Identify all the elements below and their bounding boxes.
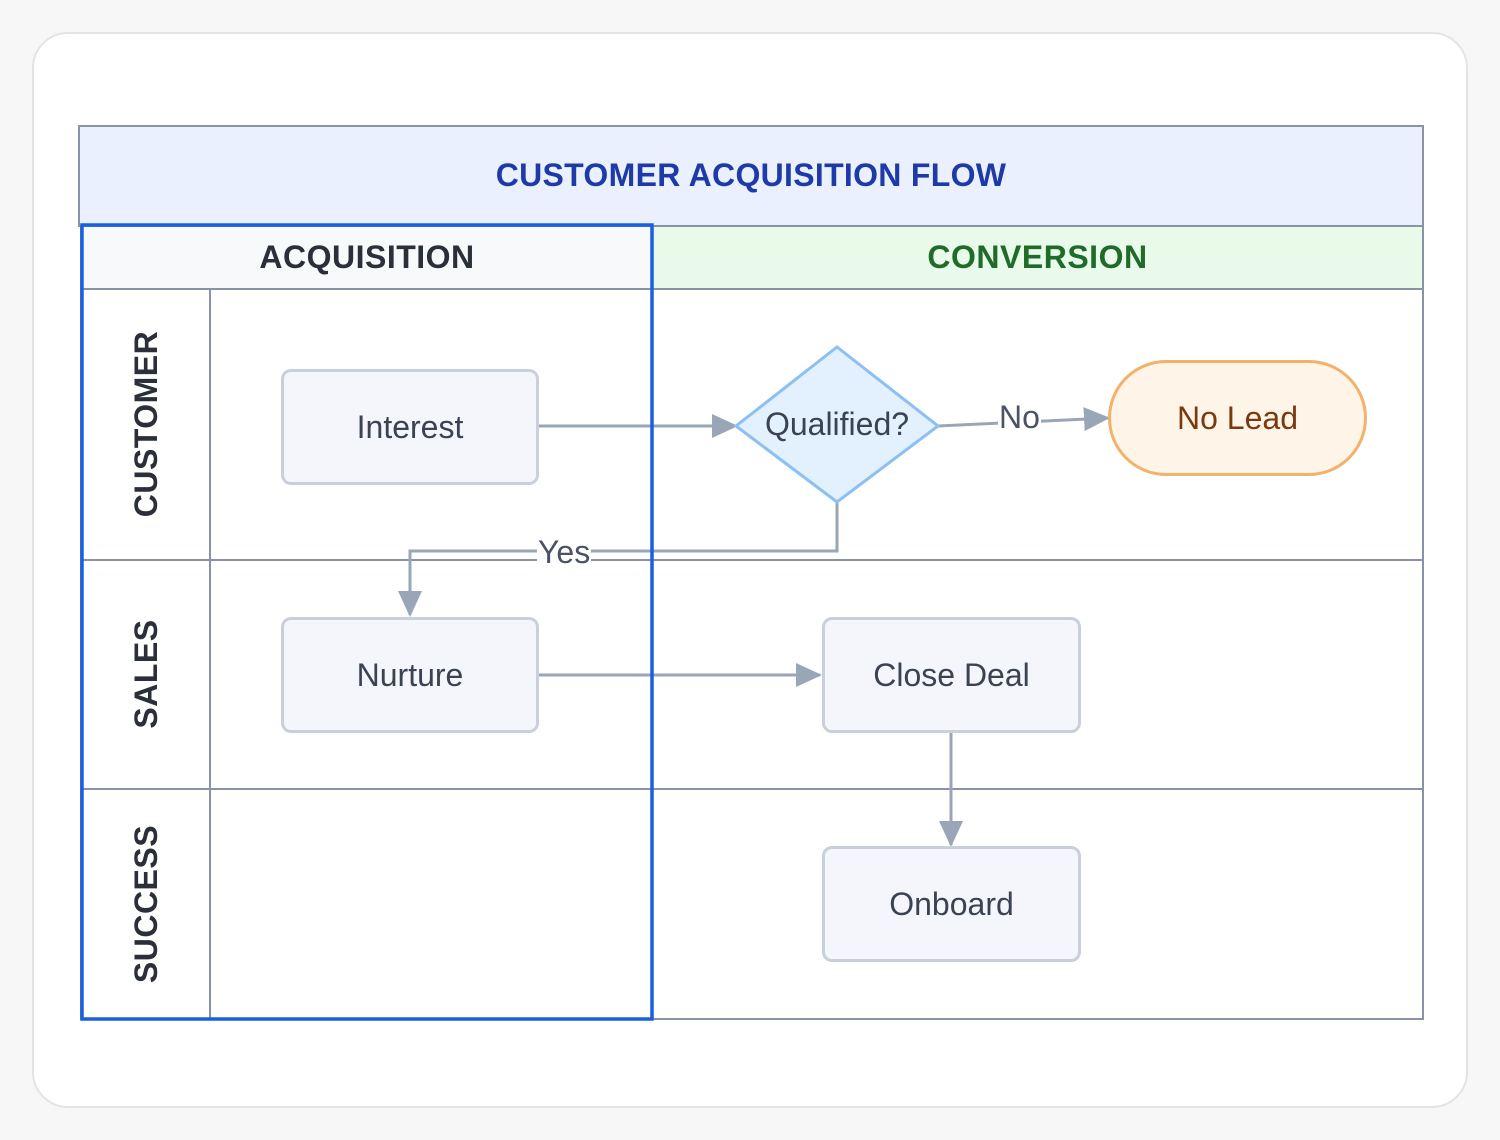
- node-onboard[interactable]: Onboard: [822, 846, 1081, 962]
- node-interest[interactable]: Interest: [281, 369, 539, 485]
- diagram-title: CUSTOMER ACQUISITION FLOW: [495, 156, 1007, 193]
- phase-label-acquisition: ACQUISITION: [259, 238, 475, 275]
- swimlane-diagram: CUSTOMER ACQUISITION FLOW ACQUISITION CO…: [78, 125, 1424, 1021]
- phase-header-conversion: [651, 225, 1424, 290]
- title-band: [78, 125, 1424, 227]
- edge-label-yes: Yes: [537, 534, 592, 570]
- qualified-diamond[interactable]: [733, 345, 941, 504]
- node-nurture[interactable]: Nurture: [281, 617, 539, 733]
- node-no-lead[interactable]: No Lead: [1108, 360, 1367, 476]
- lane-label-customer: CUSTOMER: [127, 330, 164, 518]
- node-close-deal[interactable]: Close Deal: [822, 617, 1081, 733]
- edge-label-no: No: [998, 399, 1041, 435]
- lane-label-sales: SALES: [127, 619, 164, 729]
- phase-label-conversion: CONVERSION: [927, 238, 1148, 275]
- lane-label-success: SUCCESS: [127, 824, 164, 984]
- selection-outline: [80, 223, 654, 1021]
- edge-qualified-to-nurture-yes: [398, 497, 839, 617]
- node-qualified-label: Qualified?: [764, 405, 910, 442]
